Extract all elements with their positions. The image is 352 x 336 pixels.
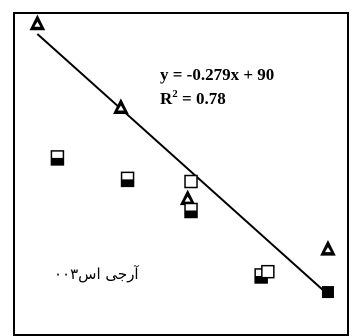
data-point-square-half-filled-1 [50, 150, 65, 166]
r-squared-superscript: 2 [172, 88, 178, 100]
trendline-layer [36, 33, 329, 296]
data-point-square-half-filled-3 [184, 202, 198, 219]
data-point-triangle-filled-3 [179, 189, 196, 206]
markers-layer [29, 14, 336, 299]
data-point-square-half-filled-2 [120, 171, 135, 188]
data-point-square-filled-1 [321, 286, 334, 299]
data-point-square-open-2 [261, 264, 275, 279]
trendline-equation: y = -0.279x + 90 [160, 65, 274, 84]
sample-annotation: آرجی اس۰۰۳ [54, 265, 139, 283]
plot-border [13, 12, 349, 336]
data-point-triangle-filled-4 [320, 240, 336, 256]
data-point-triangle-filled-2 [113, 98, 129, 114]
data-point-triangle-filled-1 [29, 14, 46, 31]
r-squared-prefix: R [160, 89, 173, 108]
trendline [36, 33, 329, 296]
data-point-square-open-1 [184, 174, 198, 189]
r-squared-value: = 0.78 [178, 89, 226, 108]
r-squared-label: R2 = 0.78 [160, 88, 226, 108]
